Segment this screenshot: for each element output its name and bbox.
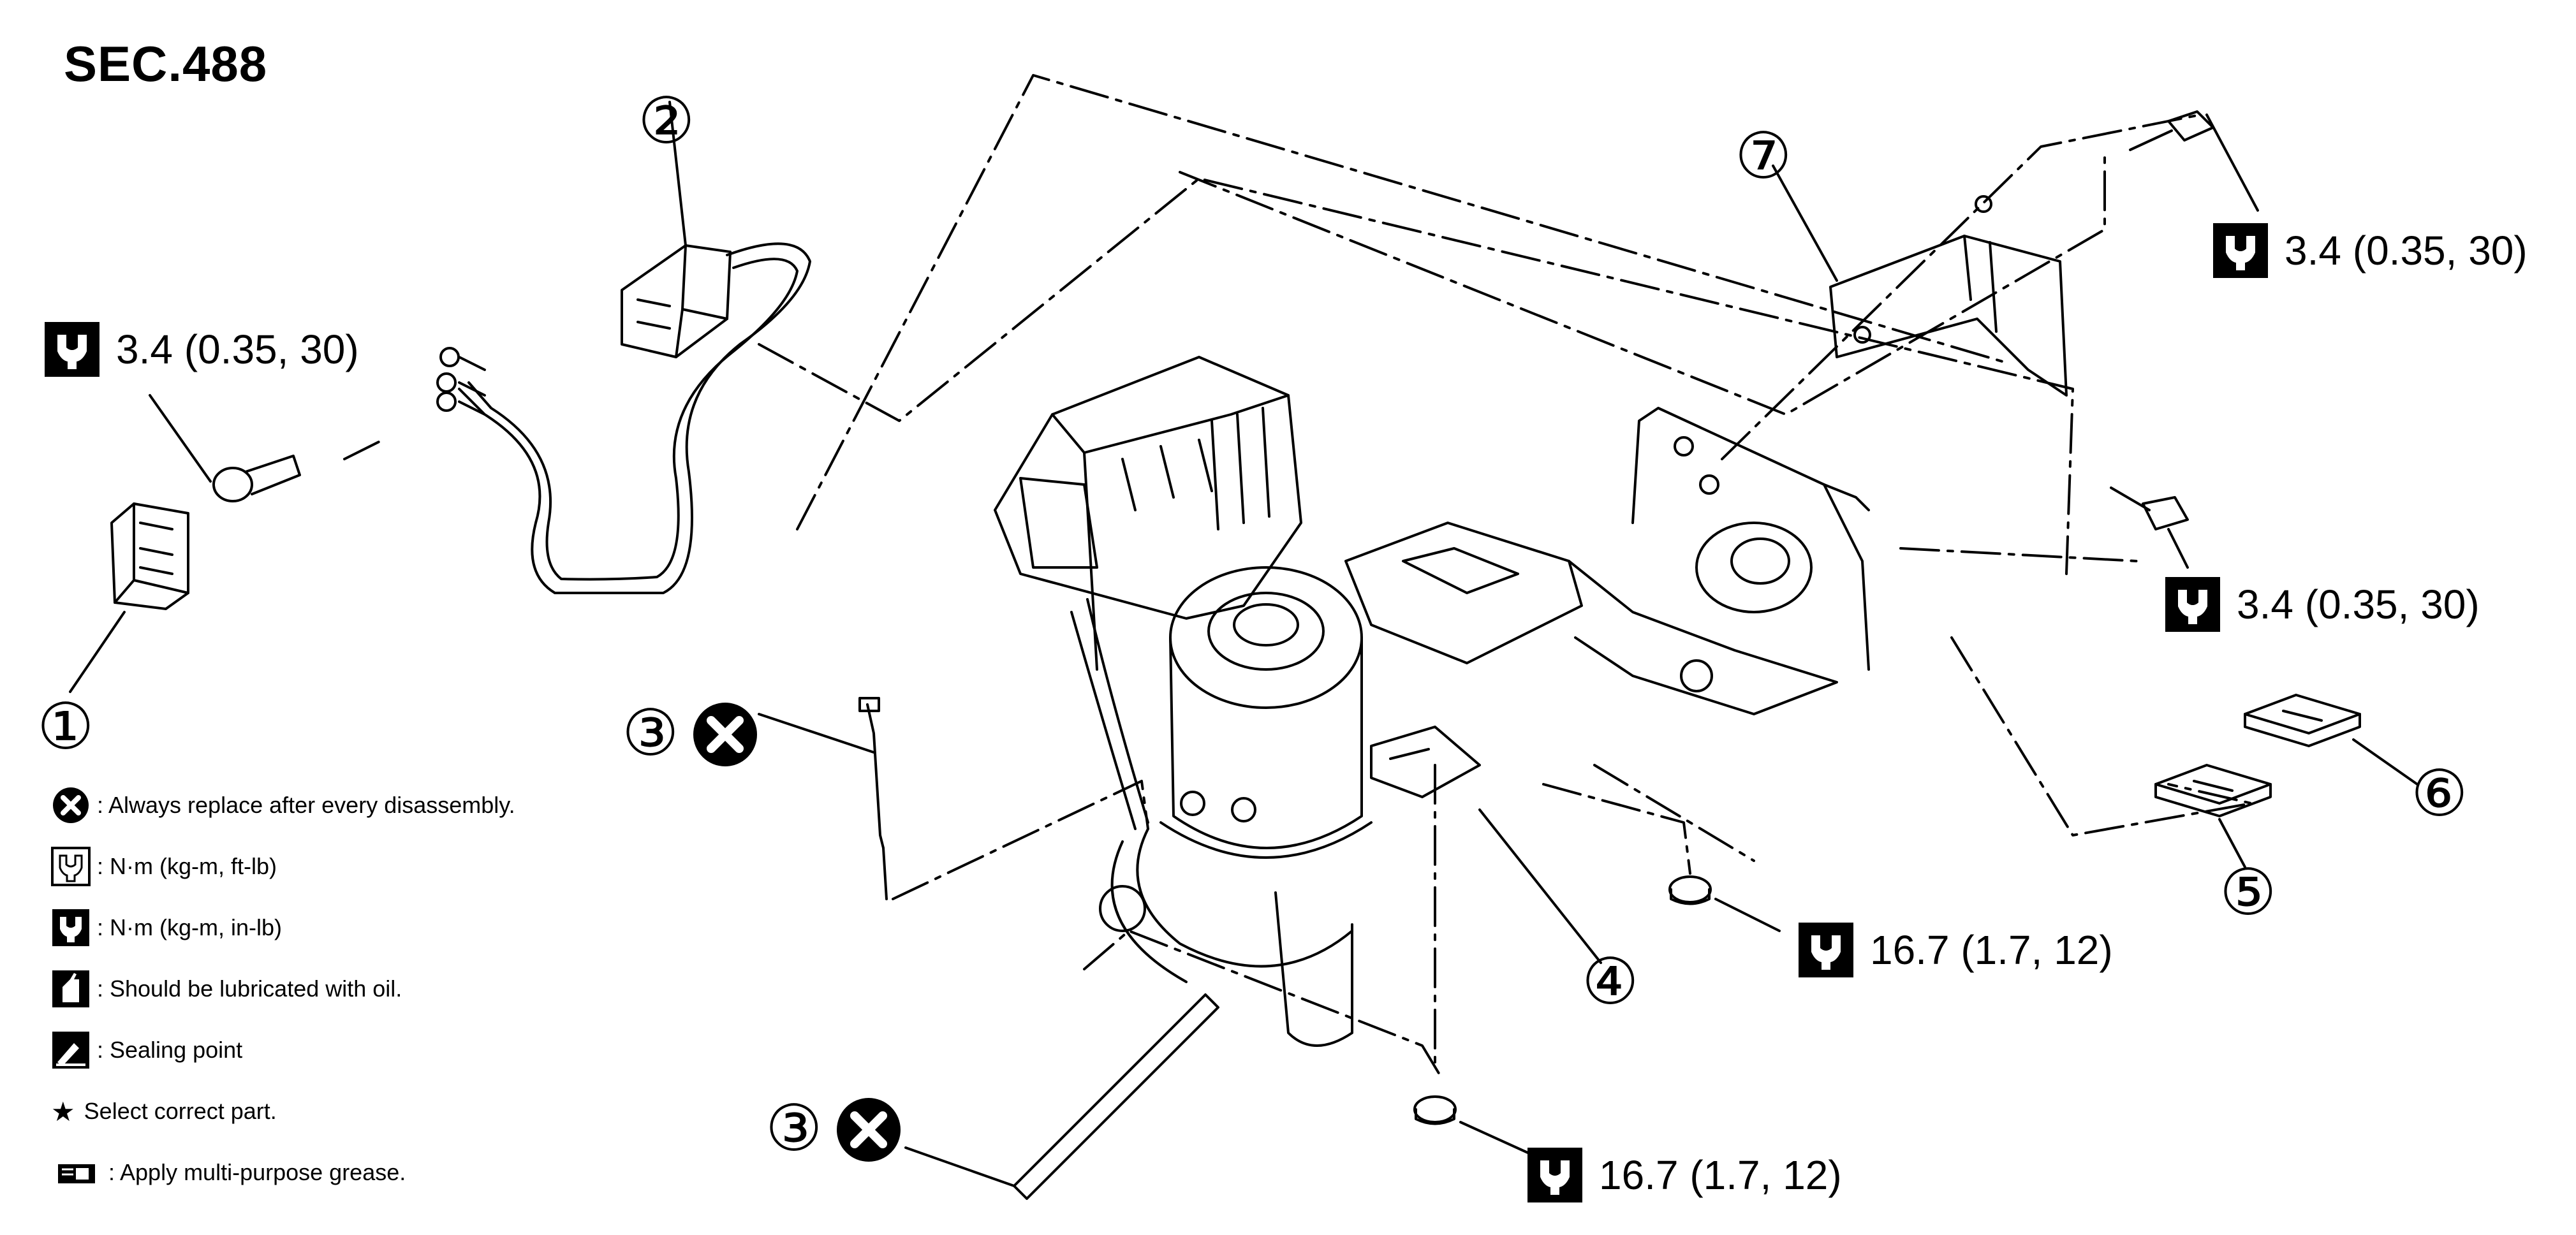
- bolt-left: [149, 347, 486, 502]
- part-5-clip: [2154, 764, 2272, 868]
- callout-3-lower: ③: [765, 1091, 823, 1166]
- torque-spec-middle-nut: 16.7 (1.7, 12): [1799, 923, 2113, 977]
- part-6-clip: [2244, 694, 2418, 786]
- legend-text: : Should be lubricated with oil.: [97, 976, 402, 1002]
- oil-can-icon: [52, 970, 89, 1007]
- column-bracket: [1344, 407, 1870, 798]
- torque-wrench-filled-icon: [45, 322, 99, 377]
- torque-wrench-filled-icon: [2165, 577, 2220, 632]
- legend-row: : N·m (kg-m, ft-lb): [51, 836, 515, 897]
- section-title: SEC.488: [64, 36, 268, 92]
- torque-value: 3.4 (0.35, 30): [2237, 581, 2480, 627]
- part-2-harness: [458, 101, 811, 595]
- torque-value: 3.4 (0.35, 30): [2285, 228, 2528, 274]
- part-4-leader: [1478, 808, 1602, 964]
- legend-text: : N·m (kg-m, ft-lb): [97, 853, 277, 879]
- part-7-bracket: [1772, 164, 2068, 397]
- torque-wrench-icon: [1527, 1148, 1582, 1202]
- callout-6: ⑥: [2411, 756, 2468, 831]
- bolt-middle-right: [2110, 486, 2189, 569]
- legend-row: ★ Select correct part.: [51, 1081, 515, 1142]
- nut-lower: [1413, 1095, 1532, 1155]
- legend-text: : Apply multi-purpose grease.: [108, 1159, 406, 1185]
- part-1-clip: [69, 502, 189, 693]
- callout-7: ⑦: [1735, 119, 1792, 193]
- legend-text: Select correct part.: [84, 1098, 277, 1124]
- legend-row: : Always replace after every disassembly…: [51, 775, 515, 836]
- legend-text: : Always replace after every disassembly…: [97, 792, 515, 818]
- cable-tie-upper: [758, 697, 888, 900]
- torque-wrench-filled-icon: [52, 909, 89, 946]
- torque-wrench-icon: [51, 847, 91, 886]
- replace-icon: [837, 1098, 901, 1162]
- torque-value: 3.4 (0.35, 30): [116, 326, 359, 372]
- callout-1: ①: [37, 689, 94, 764]
- grease-icon: [58, 1164, 95, 1183]
- eps-assembly: [994, 356, 1373, 1047]
- star-icon: ★: [51, 1096, 75, 1127]
- replace-icon: [53, 787, 89, 823]
- callout-3-upper: ③: [622, 696, 679, 770]
- legend-row: : Apply multi-purpose grease.: [51, 1142, 515, 1203]
- torque-spec-left-bolt: 3.4 (0.35, 30): [45, 322, 359, 377]
- callout-5: ⑤: [2219, 855, 2277, 930]
- callout-4: ④: [1582, 944, 1639, 1019]
- torque-value: 16.7 (1.7, 12): [1870, 927, 2113, 973]
- legend-row: : Sealing point: [51, 1019, 515, 1081]
- torque-wrench-filled-icon: [2213, 223, 2268, 278]
- bolt-upper-right: [2129, 110, 2259, 212]
- leader-lines: [343, 74, 2253, 1079]
- legend-row: : Should be lubricated with oil.: [51, 958, 515, 1019]
- legend-text: : Sealing point: [97, 1037, 243, 1063]
- sealing-icon: [52, 1032, 89, 1069]
- replace-icon: [693, 703, 757, 766]
- legend-text: : N·m (kg-m, in-lb): [97, 914, 282, 940]
- legend-row: : N·m (kg-m, in-lb): [51, 897, 515, 958]
- torque-value: 16.7 (1.7, 12): [1599, 1152, 1842, 1198]
- torque-spec-middle-right-bolt: 3.4 (0.35, 30): [2165, 577, 2480, 632]
- torque-spec-upper-right-bolt: 3.4 (0.35, 30): [2213, 223, 2528, 278]
- cable-tie-lower: [904, 993, 1219, 1200]
- callout-2: ②: [638, 84, 695, 158]
- legend: : Always replace after every disassembly…: [51, 775, 515, 1203]
- nut-middle: [1668, 875, 1781, 932]
- torque-wrench-icon: [1799, 923, 1853, 977]
- torque-spec-lower-nut: 16.7 (1.7, 12): [1527, 1148, 1842, 1202]
